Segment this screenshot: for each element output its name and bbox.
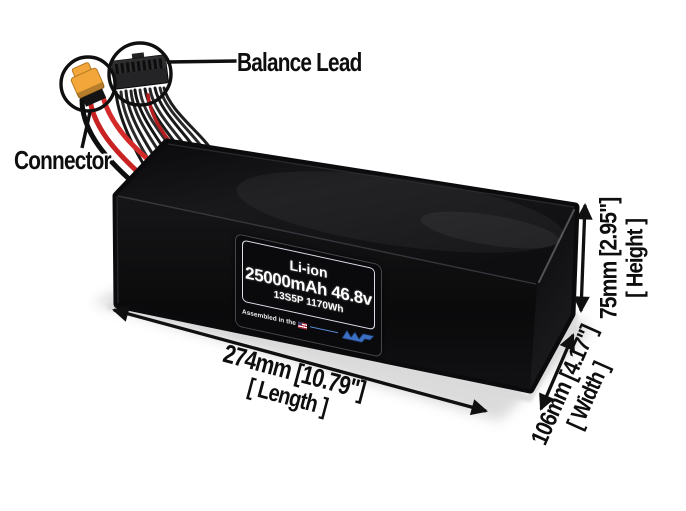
brand-logo-icon [341, 329, 375, 343]
height-label: [ Height ] [621, 218, 648, 298]
height-value: 75mm [2.95"] [595, 197, 623, 320]
balance-pointer-line [166, 59, 238, 64]
balance-highlight-circle [107, 41, 173, 107]
connector-highlight-circle [59, 55, 117, 113]
height-arrow [573, 202, 593, 314]
connector-label: Connector [14, 145, 112, 175]
height-dimension: 75mm [2.95"] [ Height ] [595, 192, 648, 324]
balance-connector [111, 52, 169, 90]
width-arrow [539, 333, 575, 411]
label-accent-line [309, 326, 338, 334]
dimension-arrows [112, 202, 593, 416]
balance-lead-label: Balance Lead [237, 47, 362, 77]
connector-pointer-line [80, 111, 92, 149]
length-arrow [112, 305, 488, 416]
usa-flag-icon [297, 321, 307, 330]
callout-marks [59, 41, 238, 149]
battery-top-face [117, 143, 575, 284]
xt60-connector [70, 62, 107, 107]
